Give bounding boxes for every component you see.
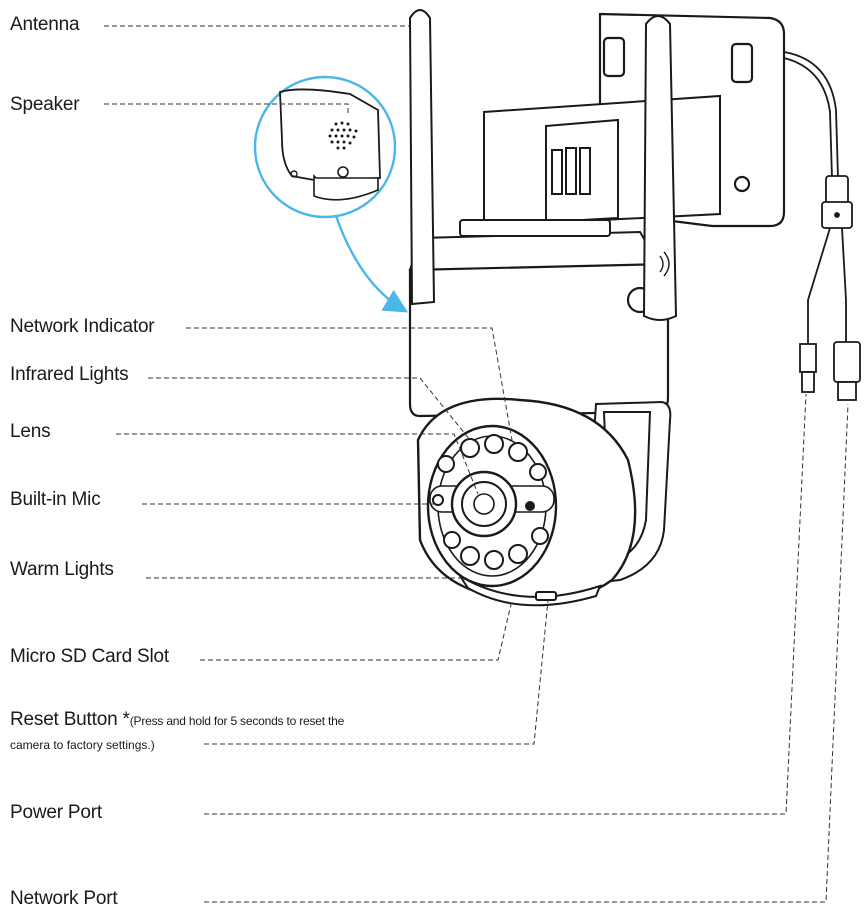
camera-base-ring	[459, 575, 602, 607]
leader-lines	[104, 25, 849, 903]
label-builtin-mic: Built-in Mic	[10, 489, 101, 510]
label-network-indicator: Network Indicator	[10, 316, 155, 337]
speaker-zoom-callout	[253, 75, 397, 219]
leader-speaker	[104, 103, 349, 116]
leader-power-port	[204, 393, 807, 815]
label-reset-button-title: Reset Button *	[10, 709, 130, 730]
camera-bracket	[483, 94, 721, 228]
label-power-port: Power Port	[10, 802, 102, 823]
label-reset-note-line2: camera to factory settings.)	[10, 738, 155, 752]
label-reset-button: Reset Button *(Press and hold for 5 seco…	[10, 709, 344, 732]
leader-infrared-lights	[148, 377, 471, 441]
speaker-zoom-arrow	[334, 215, 409, 313]
antenna-left	[408, 9, 436, 306]
label-reset-note-line1: (Press and hold for 5 seconds to reset t…	[129, 714, 345, 728]
camera-dome	[416, 397, 637, 602]
label-network-port: Network Port	[10, 888, 118, 909]
label-antenna: Antenna	[10, 14, 80, 35]
label-warm-lights: Warm Lights	[10, 559, 114, 580]
camera-top-collar	[408, 219, 662, 272]
label-infrared-lights: Infrared Lights	[10, 364, 129, 385]
camera-upper-body	[408, 262, 670, 418]
leader-reset-button	[204, 599, 549, 745]
leader-lens	[116, 433, 479, 495]
leader-micro-sd	[200, 599, 513, 661]
leader-network-indicator	[186, 327, 513, 441]
antenna-right	[642, 15, 678, 321]
label-lens: Lens	[10, 421, 51, 442]
leader-network-port	[204, 403, 849, 903]
label-micro-sd-card-slot: Micro SD Card Slot	[10, 646, 169, 667]
label-speaker: Speaker	[10, 94, 80, 115]
cable-assembly	[783, 51, 861, 401]
led-ring	[432, 434, 549, 570]
